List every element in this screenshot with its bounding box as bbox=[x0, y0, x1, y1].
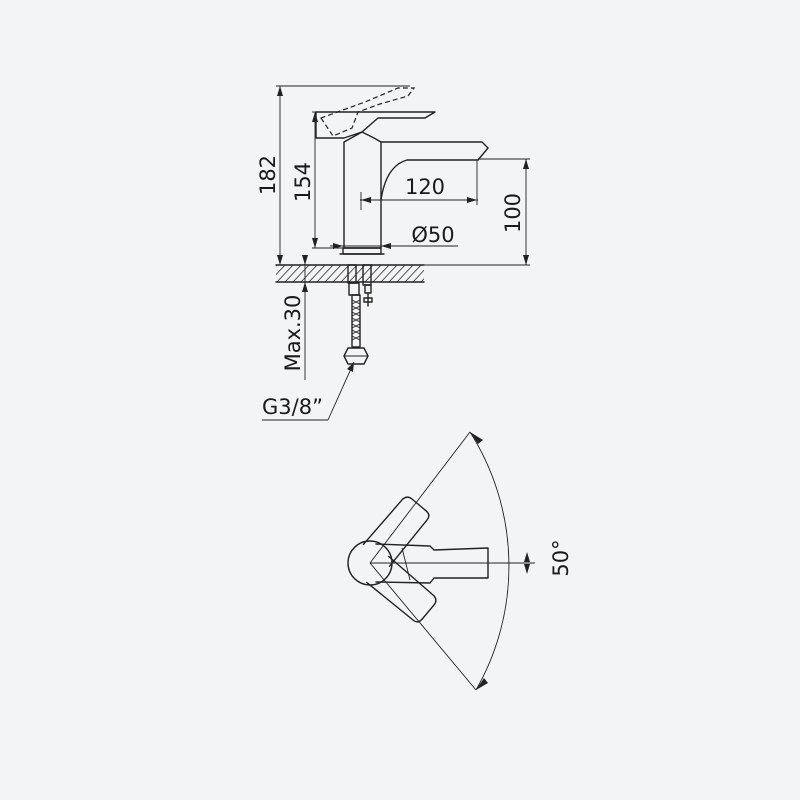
handle bbox=[315, 111, 436, 139]
dim-diameter bbox=[330, 243, 458, 249]
dim-max-thickness bbox=[302, 255, 308, 380]
deck-hatching bbox=[276, 264, 454, 283]
dim-182 bbox=[276, 85, 410, 265]
dim-diameter-label: Ø50 bbox=[411, 223, 454, 247]
hatch-line bbox=[436, 264, 454, 283]
arc-arrow-bottom bbox=[476, 678, 488, 690]
dim-182-label: 182 bbox=[256, 155, 280, 195]
hatch-line bbox=[300, 265, 318, 282]
hatch-line bbox=[340, 265, 358, 282]
hatch-line bbox=[364, 265, 382, 282]
radial-line-lower bbox=[369, 562, 477, 691]
thread-leader bbox=[262, 361, 355, 421]
hatch-line bbox=[308, 265, 326, 282]
hatch-line bbox=[412, 269, 424, 282]
dim-100 bbox=[424, 158, 530, 266]
hatch-line bbox=[276, 265, 294, 282]
arc-arrow-mid-down bbox=[524, 564, 530, 574]
hatch-line bbox=[388, 265, 406, 282]
hatch-line bbox=[316, 265, 334, 282]
side-view: 182 154 120 100 bbox=[256, 85, 530, 421]
hatch-line bbox=[332, 265, 350, 282]
spout bbox=[380, 141, 489, 201]
dim-max-label: Max.30 bbox=[281, 295, 305, 372]
handle-top-center bbox=[375, 543, 489, 584]
angle-label: 50° bbox=[549, 539, 573, 576]
thread-label: G3/8” bbox=[262, 395, 323, 419]
dim-120-label: 120 bbox=[405, 175, 445, 199]
swing-arc bbox=[469, 431, 510, 691]
arc-arrow-mid-up bbox=[524, 552, 530, 562]
dim-154 bbox=[312, 111, 343, 249]
hatch-line bbox=[292, 265, 310, 282]
hatch-line bbox=[276, 265, 286, 276]
arc-arrow-top bbox=[470, 432, 483, 444]
hatch-line bbox=[396, 265, 414, 282]
hatch-line bbox=[324, 265, 342, 282]
hatch-line bbox=[404, 265, 422, 282]
faucet-body bbox=[343, 131, 382, 249]
handle-position-right bbox=[366, 555, 437, 623]
flexible-hose bbox=[351, 294, 361, 348]
hatch-line bbox=[284, 265, 302, 282]
dim-120 bbox=[360, 160, 478, 210]
handle-detail bbox=[401, 547, 411, 581]
radial-line-upper bbox=[369, 431, 471, 564]
handle-position-left bbox=[362, 496, 430, 567]
base-plate bbox=[342, 247, 382, 255]
handle-raised-outline bbox=[320, 87, 416, 137]
handle-hub bbox=[347, 540, 393, 586]
hatch-line bbox=[428, 264, 446, 283]
hatch-line bbox=[276, 265, 278, 267]
top-view: 50° bbox=[347, 431, 573, 691]
dim-100-label: 100 bbox=[501, 193, 525, 233]
dim-154-label: 154 bbox=[291, 162, 315, 202]
hatch-line bbox=[380, 265, 398, 282]
hatch-line bbox=[420, 278, 424, 282]
hatch-line bbox=[372, 265, 390, 282]
